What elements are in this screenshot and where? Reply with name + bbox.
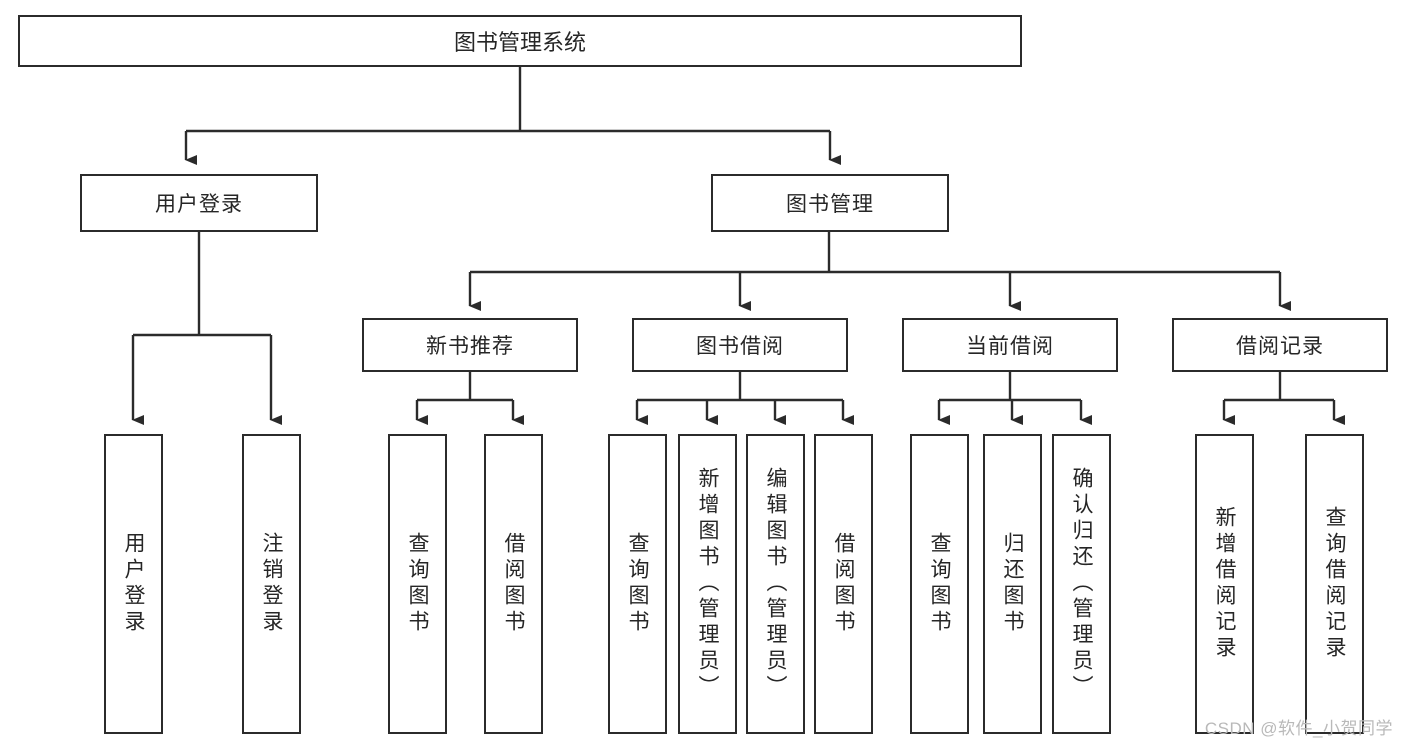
node-current-borrow[interactable]: 当前借阅	[902, 318, 1118, 372]
node-user-login[interactable]: 用户登录	[80, 174, 318, 232]
node-borrow-record-label: 借阅记录	[1236, 335, 1324, 358]
node-book-management-label: 图书管理	[786, 193, 874, 216]
leaf-label: 归还图书	[1001, 532, 1024, 636]
leaf-label: 借阅图书	[832, 532, 855, 636]
node-root-label: 图书管理系统	[453, 30, 586, 55]
leaf-current-confirm-return[interactable]: 确认归还（管理员）	[1052, 434, 1111, 734]
leaf-borrow-edit-book[interactable]: 编辑图书（管理员）	[746, 434, 805, 734]
leaf-record-add-record[interactable]: 新增借阅记录	[1195, 434, 1254, 734]
leaf-label: 查询图书	[928, 532, 951, 636]
leaf-borrow-add-book[interactable]: 新增图书（管理员）	[678, 434, 737, 734]
leaf-label: 确认归还（管理员）	[1070, 467, 1093, 701]
leaf-label: 编辑图书（管理员）	[764, 467, 787, 701]
node-book-management[interactable]: 图书管理	[711, 174, 949, 232]
leaf-label: 用户登录	[122, 532, 145, 636]
watermark: CSDN @软件_小贺同学	[1204, 719, 1393, 738]
node-user-login-label: 用户登录	[155, 193, 243, 216]
leaf-label: 新增图书（管理员）	[696, 467, 719, 701]
leaf-label: 查询图书	[626, 532, 649, 636]
leaf-current-return-book[interactable]: 归还图书	[983, 434, 1042, 734]
leaf-borrow-query-book[interactable]: 查询图书	[608, 434, 667, 734]
leaf-borrow-borrow-book[interactable]: 借阅图书	[814, 434, 873, 734]
leaf-record-query-record[interactable]: 查询借阅记录	[1305, 434, 1364, 734]
node-root[interactable]: 图书管理系统	[18, 15, 1022, 67]
leaf-user-login-logout[interactable]: 注销登录	[242, 434, 301, 734]
node-book-borrow[interactable]: 图书借阅	[632, 318, 848, 372]
leaf-label: 新增借阅记录	[1213, 506, 1236, 662]
leaf-recommend-borrow-book[interactable]: 借阅图书	[484, 434, 543, 734]
leaf-label: 查询图书	[406, 532, 429, 636]
node-book-borrow-label: 图书借阅	[696, 335, 784, 358]
node-new-book-recommend-label: 新书推荐	[426, 335, 514, 358]
leaf-label: 查询借阅记录	[1323, 506, 1346, 662]
node-current-borrow-label: 当前借阅	[966, 335, 1054, 358]
leaf-label: 借阅图书	[502, 532, 525, 636]
node-new-book-recommend[interactable]: 新书推荐	[362, 318, 578, 372]
leaf-recommend-query-book[interactable]: 查询图书	[388, 434, 447, 734]
leaf-current-query-book[interactable]: 查询图书	[910, 434, 969, 734]
leaf-label: 注销登录	[260, 532, 283, 636]
node-borrow-record[interactable]: 借阅记录	[1172, 318, 1388, 372]
leaf-user-login-login[interactable]: 用户登录	[104, 434, 163, 734]
